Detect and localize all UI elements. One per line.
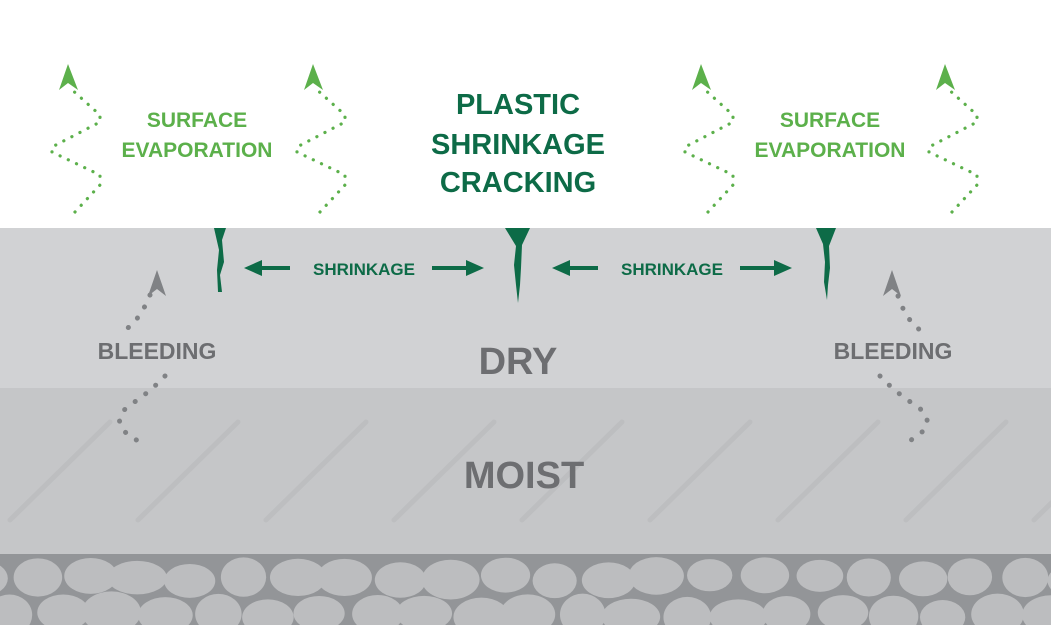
stone [0,594,33,625]
stone [971,593,1024,625]
stone [740,557,790,594]
stone [195,593,242,625]
bleeding-arrow-right-icon [883,270,901,296]
hatch-line [775,419,881,523]
stone [480,557,531,593]
bleeding-path-right-lower [877,373,930,449]
bleeding-path-left-lower [117,373,168,449]
stone [453,597,510,625]
stone [687,559,733,592]
gravel-layer [0,554,1051,625]
stone [352,594,404,625]
stone [919,600,966,625]
stone [846,558,891,597]
bleeding-arrow-left-icon [148,270,166,296]
hatch-line [519,419,625,523]
stone [220,557,267,597]
hatch-line [263,419,369,523]
stone [947,558,993,596]
stone [1047,572,1051,590]
evaporation-arrow-icon [936,64,955,90]
stone [1002,557,1049,598]
stone [137,597,193,625]
stone [709,599,768,625]
shrinkage-label-left: SHRINKAGE [313,260,415,279]
stone [559,593,606,625]
stone [81,591,141,625]
hatch-line [647,419,753,523]
arrow-left-icon [552,260,598,276]
hatch-line [903,419,1009,523]
dry-layer [0,228,1051,388]
bleeding-label-right: BLEEDING [834,338,953,364]
title-line-2: SHRINKAGE [431,129,605,161]
stone [396,595,453,625]
stone [317,558,372,597]
stone [1022,595,1051,625]
evaporation-label-right-1: SURFACE [780,109,880,132]
bleeding-path-right [895,293,923,333]
stone [532,563,577,599]
stone [13,558,63,597]
air-zone [0,0,1051,228]
bleeding-label-left: BLEEDING [98,338,217,364]
stone [164,563,216,598]
crack-left-icon [214,228,226,292]
arrow-right-icon [432,260,484,276]
evaporation-arrow-icon [692,64,711,90]
stone [899,561,948,597]
stone [581,562,636,599]
stone [817,595,869,625]
evaporation-path [927,86,979,214]
moist-label: MOIST [464,455,584,497]
stone [762,595,811,625]
evaporation-arrow-icon [59,64,78,90]
evaporation-path [295,86,347,214]
moist-layer [0,388,1051,554]
title-line-3: CRACKING [440,167,596,199]
stone [64,557,118,594]
stone [269,558,327,597]
stone [242,599,294,625]
stone [868,595,919,625]
stone [107,560,167,595]
dry-label: DRY [479,341,558,383]
crack-center-icon [505,228,530,303]
evaporation-arrow-icon [304,64,323,90]
evaporation-label-right-2: EVAPORATION [755,139,906,162]
stone [421,559,480,600]
arrow-left-icon [244,260,290,276]
hatch-line [135,419,241,523]
hatch-line [7,419,113,523]
arrow-right-icon [740,260,792,276]
evaporation-path [50,86,102,214]
title-line-1: PLASTIC [456,89,580,121]
crack-right-icon [816,228,836,300]
evaporation-path [683,86,735,214]
evaporation-label-left-1: SURFACE [147,109,247,132]
bleeding-path-left [122,292,153,333]
hatch-line [391,419,497,523]
evaporation-label-left-2: EVAPORATION [122,139,273,162]
stone [500,594,556,625]
shrinkage-label-right: SHRINKAGE [621,260,723,279]
stone [663,596,712,625]
stone [37,594,90,625]
stone [601,598,661,625]
stone [293,595,345,625]
stone [796,559,844,592]
moisture-hatching [7,419,1051,523]
stone [0,565,8,592]
stone [374,562,426,598]
stone [628,557,684,595]
